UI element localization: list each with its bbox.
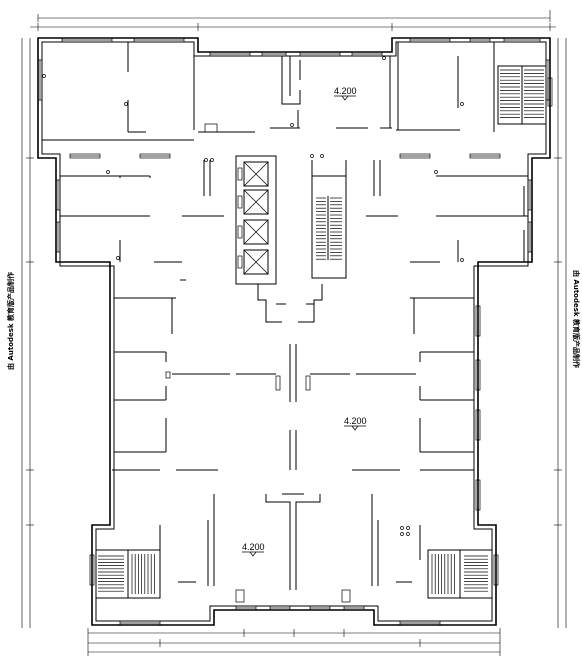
exterior-wall <box>37 37 551 626</box>
plan-rect <box>243 161 269 187</box>
plan-line <box>243 219 269 245</box>
dimension-bottom <box>87 628 501 656</box>
room-top-right <box>396 42 495 132</box>
level-text: 4.200 <box>242 542 265 552</box>
middle-right-rooms <box>352 297 481 511</box>
level-marker-top: 4.200 <box>334 86 357 101</box>
left-wing <box>60 158 224 281</box>
windows <box>37 37 551 626</box>
stair-central <box>310 154 347 279</box>
dimension-left <box>21 38 34 628</box>
watermark-right: 由 Autodesk 教育版产品制作 <box>572 270 581 368</box>
level-text: 4.200 <box>344 416 367 426</box>
plan-rect <box>243 249 269 275</box>
plan-line <box>243 249 269 275</box>
level-text: 4.200 <box>334 86 357 96</box>
plan-rect <box>243 219 269 245</box>
plan-rect <box>237 167 243 181</box>
middle-left-rooms <box>112 297 230 525</box>
right-wing <box>366 160 528 263</box>
level-marker-bottom: 4.200 <box>242 542 265 557</box>
corridor-core <box>236 284 350 470</box>
stair-bottom-right <box>427 549 499 599</box>
plan-rect <box>243 189 269 215</box>
watermark-left: 由 Autodesk 教育版产品制作 <box>6 272 15 370</box>
stair-bottom-left <box>89 549 161 599</box>
dimension-top <box>30 10 556 31</box>
room-top-left <box>42 42 195 141</box>
plan-line <box>243 161 269 187</box>
room-top-center <box>198 56 392 133</box>
stair-top-right <box>497 65 553 125</box>
plan-line <box>243 189 269 215</box>
dimension-right <box>554 38 567 628</box>
plan-rect <box>237 225 243 239</box>
plan-rect <box>237 255 243 269</box>
elevator-shafts <box>235 155 277 285</box>
lower-center <box>159 493 421 603</box>
level-marker-middle: 4.200 <box>344 416 367 431</box>
plan-rect <box>237 195 243 209</box>
